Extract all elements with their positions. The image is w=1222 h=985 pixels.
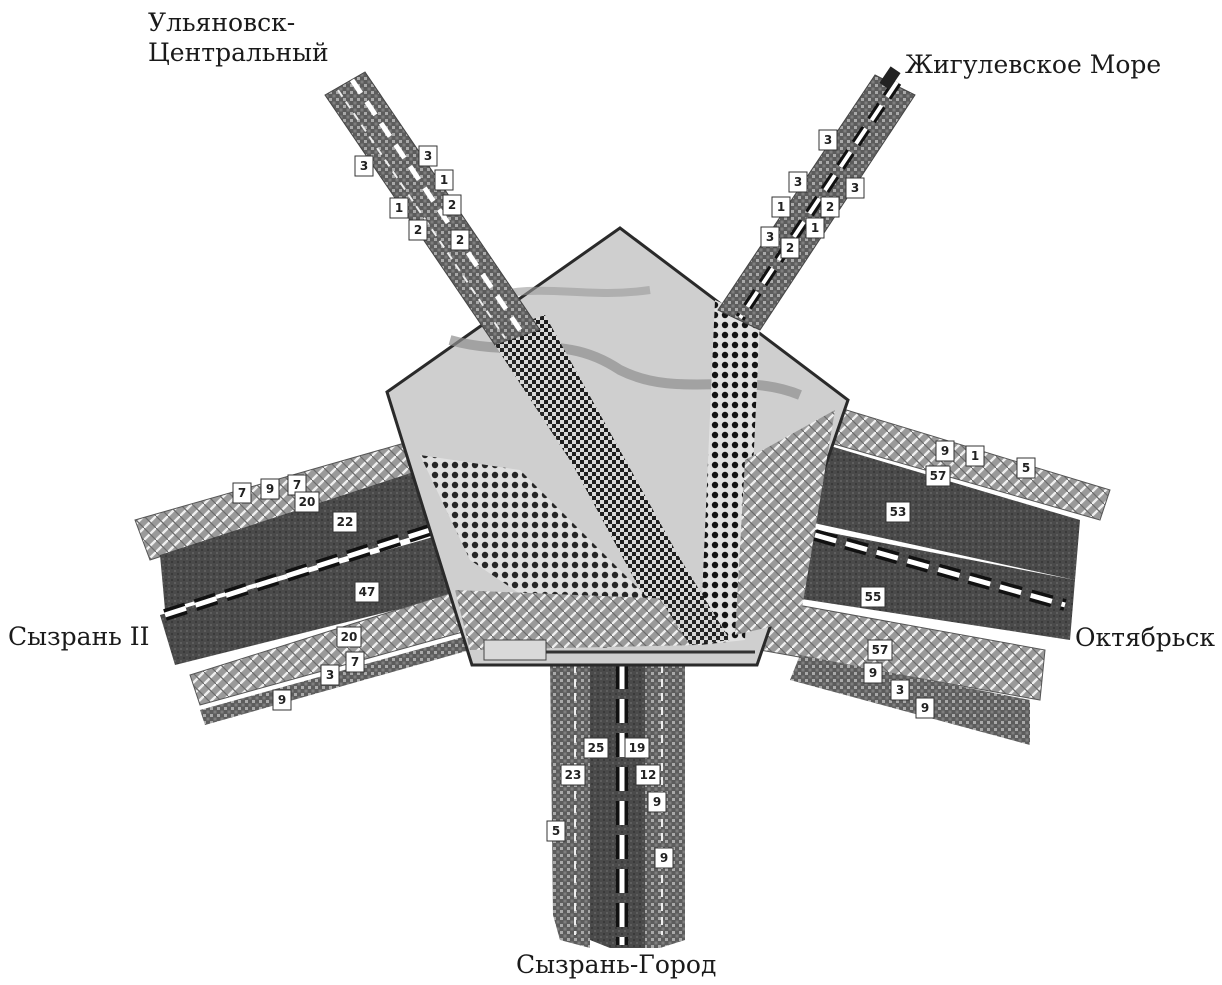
station-label-zhigulevskoe: Жигулевское Море (905, 50, 1161, 80)
count-label: 3 (360, 159, 368, 173)
ne-dash-highlight (740, 82, 897, 318)
count-label: 9 (266, 482, 274, 496)
count-badge: 1 (772, 197, 790, 217)
count-badge: 3 (891, 680, 909, 700)
count-label: 3 (326, 668, 334, 682)
count-label: 9 (921, 701, 929, 715)
count-badge: 47 (355, 582, 379, 602)
count-label: 3 (896, 683, 904, 697)
count-badge: 20 (337, 627, 361, 647)
count-label: 9 (653, 795, 661, 809)
count-label: 23 (565, 768, 582, 782)
nw-band (325, 72, 540, 345)
count-badge: 57 (926, 466, 950, 486)
count-label: 5 (552, 824, 560, 838)
count-badge: 2 (409, 220, 427, 240)
count-label: 9 (869, 666, 877, 680)
station-label-syzran-gorod: Сызрань-Город (516, 950, 716, 980)
count-label: 47 (359, 585, 376, 599)
count-label: 2 (826, 200, 834, 214)
count-badge: 3 (321, 665, 339, 685)
count-badge: 22 (333, 512, 357, 532)
count-label: 57 (872, 643, 889, 657)
count-badge: 1 (806, 218, 824, 238)
count-label: 1 (395, 201, 403, 215)
count-badge: 9 (655, 848, 673, 868)
count-badge: 2 (821, 197, 839, 217)
count-label: 3 (424, 149, 432, 163)
station-label-ulyanovsk-line2: Центральный (148, 38, 329, 68)
count-label: 1 (777, 200, 785, 214)
station-label-syzran2: Сызрань II (8, 622, 150, 652)
count-badge: 1 (966, 446, 984, 466)
count-label: 1 (440, 173, 448, 187)
count-label: 7 (351, 655, 359, 669)
count-label: 12 (640, 768, 657, 782)
count-label: 7 (293, 478, 301, 492)
count-label: 20 (299, 495, 316, 509)
south-band-left (550, 662, 590, 948)
count-label: 55 (865, 590, 882, 604)
count-label: 9 (660, 851, 668, 865)
count-badge: 9 (648, 792, 666, 812)
count-badge: 9 (261, 479, 279, 499)
count-badge: 3 (761, 227, 779, 247)
station-label-ulyanovsk: Ульяновск- Центральный (148, 8, 329, 68)
count-badge: 3 (355, 156, 373, 176)
count-label: 2 (456, 233, 464, 247)
count-label: 22 (337, 515, 354, 529)
count-badge: 7 (233, 483, 251, 503)
count-badge: 5 (547, 821, 565, 841)
count-badge: 57 (868, 640, 892, 660)
count-label: 19 (629, 741, 646, 755)
count-label: 7 (238, 486, 246, 500)
count-badge: 19 (625, 738, 649, 758)
station-label-oktyabrsk: Октябрьск (1075, 623, 1215, 653)
count-badge: 1 (435, 170, 453, 190)
count-label: 9 (941, 444, 949, 458)
count-badge: 2 (781, 238, 799, 258)
count-badge: 25 (584, 738, 608, 758)
count-badge: 9 (273, 690, 291, 710)
count-badge: 55 (861, 587, 885, 607)
count-badge: 53 (886, 502, 910, 522)
count-label: 3 (766, 230, 774, 244)
count-badge: 5 (1017, 458, 1035, 478)
ne-branch (718, 66, 915, 330)
count-badge: 3 (789, 172, 807, 192)
count-label: 2 (448, 198, 456, 212)
count-badge: 3 (846, 178, 864, 198)
count-label: 53 (890, 505, 907, 519)
count-label: 3 (794, 175, 802, 189)
count-badge: 3 (419, 146, 437, 166)
count-label: 5 (1022, 461, 1030, 475)
count-label: 2 (414, 223, 422, 237)
count-badge: 3 (819, 130, 837, 150)
count-badge: 9 (864, 663, 882, 683)
count-label: 57 (930, 469, 947, 483)
count-label: 1 (971, 449, 979, 463)
count-label: 20 (341, 630, 358, 644)
count-label: 3 (824, 133, 832, 147)
count-badge: 20 (295, 492, 319, 512)
count-label: 3 (851, 181, 859, 195)
station-label-ulyanovsk-line1: Ульяновск- (148, 8, 329, 38)
count-badge: 23 (561, 765, 585, 785)
count-badge: 2 (451, 230, 469, 250)
count-label: 2 (786, 241, 794, 255)
count-badge: 9 (916, 698, 934, 718)
count-badge: 12 (636, 765, 660, 785)
count-label: 25 (588, 741, 605, 755)
count-label: 1 (811, 221, 819, 235)
count-badge: 9 (936, 441, 954, 461)
count-badge: 2 (443, 195, 461, 215)
hub-bottom-strip (484, 640, 546, 660)
count-label: 9 (278, 693, 286, 707)
count-badge: 7 (346, 652, 364, 672)
count-badge: 1 (390, 198, 408, 218)
